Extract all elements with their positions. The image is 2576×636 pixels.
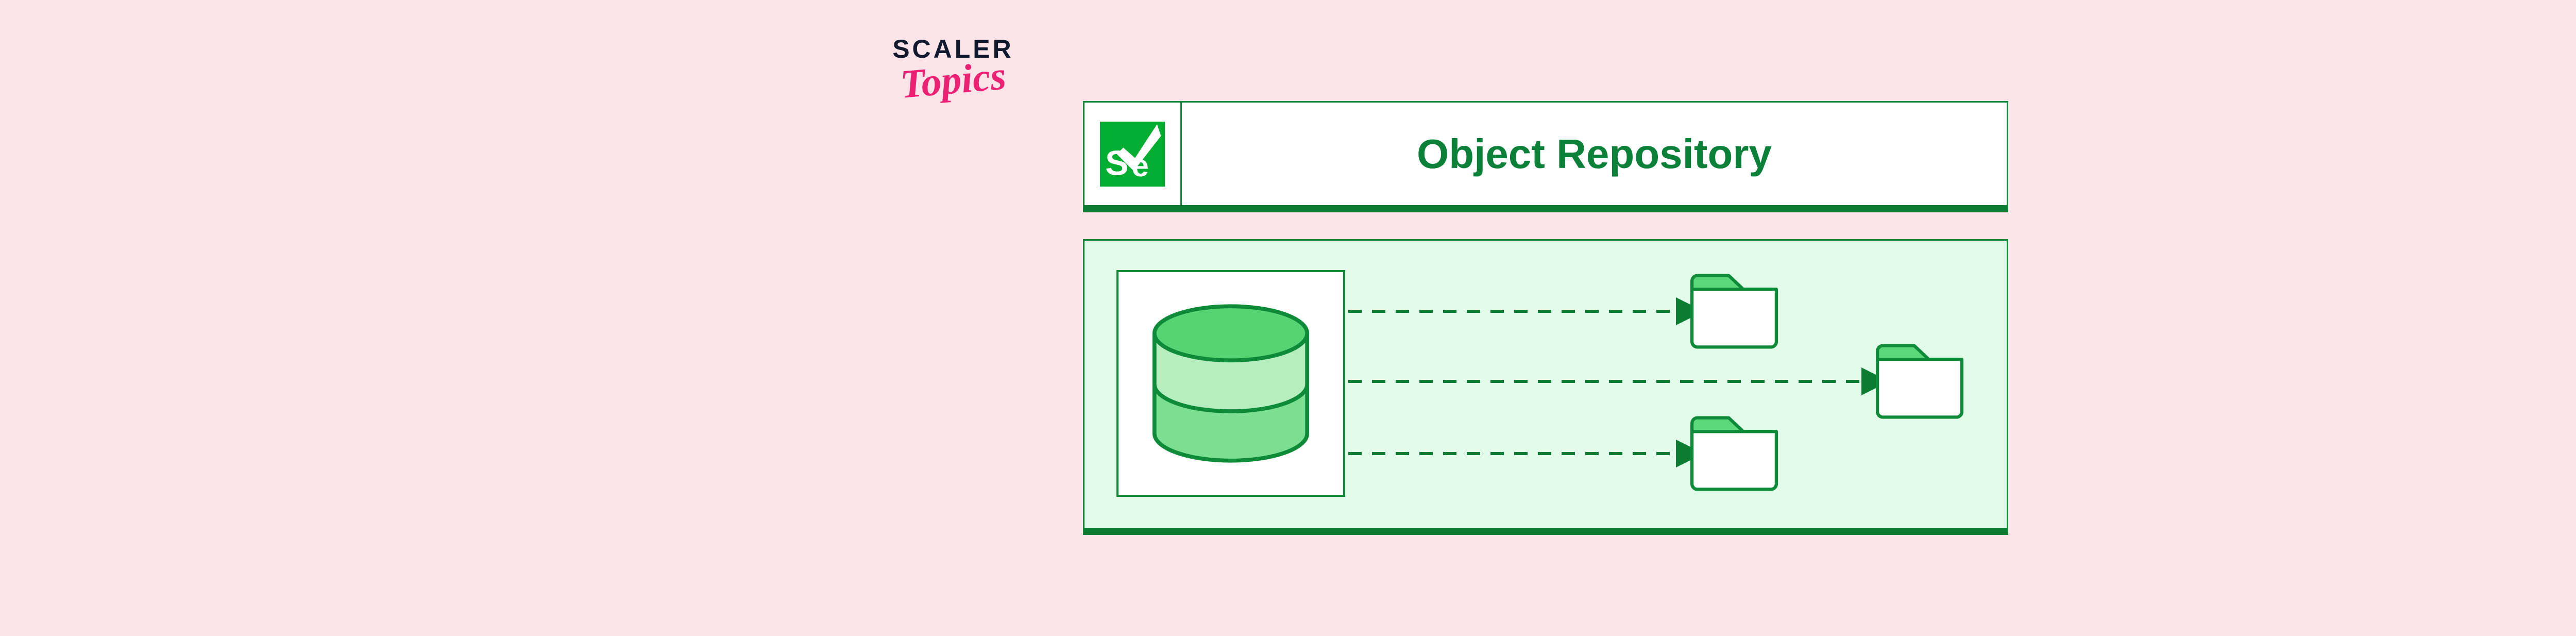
- object-repository-diagram-panel: [1083, 239, 2008, 535]
- object-repository-store-container: [1116, 270, 1345, 497]
- header-title-cell: Object Repository: [1182, 103, 2007, 205]
- selenium-se-logo-icon: S e: [1100, 121, 1165, 187]
- scaler-wordmark: SCALER: [892, 35, 1014, 63]
- folder-bottom[interactable]: [1688, 414, 1780, 493]
- folder-icon: [1690, 416, 1778, 491]
- selenium-logo-cell: S e: [1084, 103, 1182, 205]
- folder-middle[interactable]: [1874, 342, 1965, 421]
- scaler-topics-logo: SCALER Topics: [876, 36, 1030, 124]
- folder-top[interactable]: [1688, 272, 1780, 351]
- se-logo-letter-e: e: [1131, 147, 1149, 182]
- folder-icon: [1876, 344, 1963, 419]
- header-card: S e Object Repository: [1083, 101, 2008, 212]
- folder-icon: [1690, 274, 1778, 349]
- database-cylinder-icon: [1152, 304, 1310, 463]
- page-title: Object Repository: [1416, 130, 1772, 177]
- se-logo-letter-s: S: [1105, 143, 1128, 182]
- connector-layer: [1348, 297, 1889, 467]
